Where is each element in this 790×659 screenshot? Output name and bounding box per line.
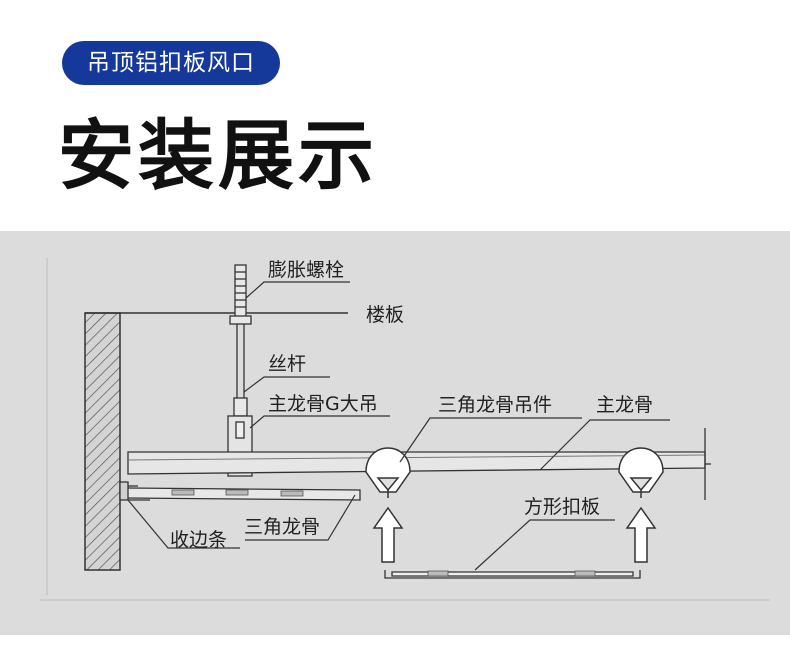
leader-square-panel — [474, 519, 615, 571]
label-expansion-bolt: 膨胀螺栓 — [268, 259, 344, 281]
label-square-panel: 方形扣板 — [524, 496, 600, 518]
leader-main-keel-hanger — [249, 415, 390, 429]
label-main-keel-hanger: 主龙骨G大吊 — [268, 393, 378, 415]
triangle-keel — [124, 487, 361, 501]
leader-main-keel — [539, 419, 670, 471]
label-triangle-keel: 三角龙骨 — [244, 516, 320, 538]
label-edge-strip: 收边条 — [170, 529, 227, 551]
label-main-keel: 主龙骨 — [596, 394, 653, 416]
up-arrow-left — [372, 506, 404, 563]
label-triangle-keel-hanger: 三角龙骨吊件 — [438, 394, 552, 416]
triangle-keel-hanger-2 — [618, 447, 664, 498]
leader-expansion-bolt — [245, 281, 350, 299]
edge-strip — [119, 481, 150, 501]
leader-triangle-keel — [245, 494, 356, 541]
page-title: 安装展示 — [58, 111, 378, 200]
label-threaded-rod: 丝杆 — [268, 353, 306, 375]
threaded-rod — [233, 324, 248, 417]
wall — [84, 312, 121, 571]
square-panel — [384, 570, 641, 579]
leader-threaded-rod — [243, 376, 330, 393]
leader-triangle-keel-hanger — [399, 417, 582, 463]
main-keel — [127, 428, 711, 500]
leader-edge-strip — [127, 499, 240, 549]
expansion-bolt — [229, 264, 252, 325]
installation-diagram-panel — [0, 231, 790, 635]
leader-lines — [127, 281, 670, 571]
label-floor-slab: 楼板 — [366, 304, 404, 326]
up-arrow-right — [625, 506, 657, 563]
category-badge: 吊顶铝扣板风口 — [62, 41, 280, 85]
triangle-keel-hanger-1 — [365, 447, 411, 498]
